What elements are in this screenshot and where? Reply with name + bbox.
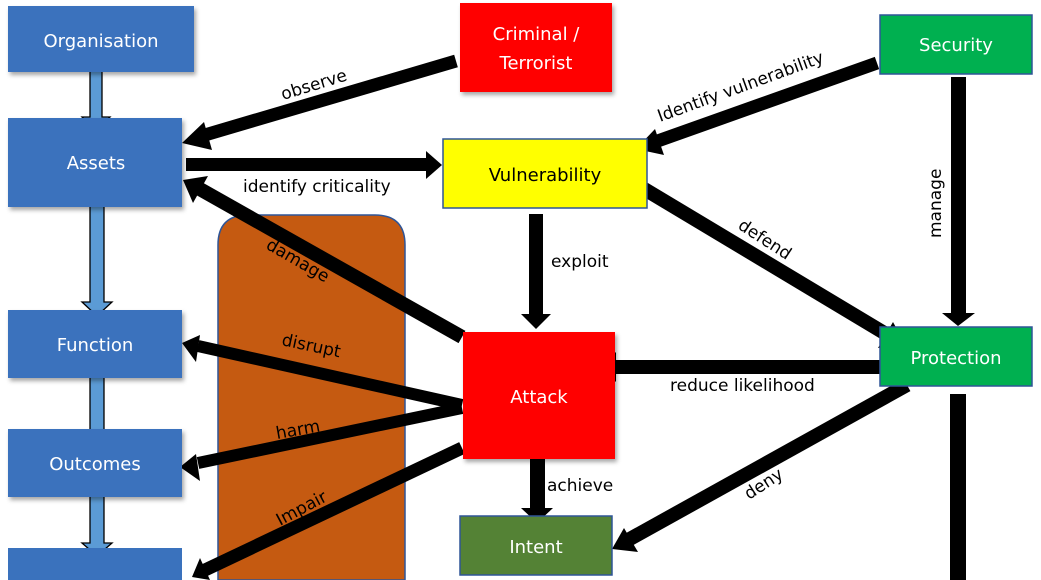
arrow-defend xyxy=(632,177,905,348)
node-assets: Assets xyxy=(8,118,182,207)
node-function: Function xyxy=(8,310,182,378)
node-protection-label: Protection xyxy=(910,348,1001,369)
node-organisation: Organisation xyxy=(8,6,194,72)
node-intent-label: Intent xyxy=(509,537,562,558)
node-attack-label: Attack xyxy=(510,387,568,408)
label-manage: manage xyxy=(926,169,946,238)
arrow-protection-down xyxy=(950,394,966,580)
label-reduce-likelihood: reduce likelihood xyxy=(670,376,815,396)
arrow-disrupt xyxy=(182,335,464,411)
node-organisation-label: Organisation xyxy=(43,31,158,52)
arrow-harm xyxy=(180,402,464,481)
barrier-block xyxy=(217,214,406,580)
arrow-identify-criticality xyxy=(186,151,442,179)
node-protection: Protection xyxy=(879,326,1033,387)
node-assets-label: Assets xyxy=(67,153,126,174)
node-security: Security xyxy=(879,14,1033,75)
arrow-damage xyxy=(183,176,466,344)
arrow-observe xyxy=(182,54,458,150)
label-achieve: achieve xyxy=(547,476,613,496)
label-identify-criticality: identify criticality xyxy=(243,177,391,197)
node-intent: Intent xyxy=(459,515,613,576)
node-vulnerability-label: Vulnerability xyxy=(489,165,602,186)
arrow-deny xyxy=(612,378,911,552)
flow-arrow-outcomes-next xyxy=(80,488,114,557)
flow-arrow-assets-function xyxy=(80,202,114,317)
arrow-impair xyxy=(192,442,465,580)
arrow-manage xyxy=(942,77,975,326)
node-next-partial xyxy=(8,548,182,580)
label-exploit: exploit xyxy=(551,252,609,272)
arrow-exploit xyxy=(521,214,551,329)
node-outcomes: Outcomes xyxy=(8,429,182,497)
node-criminal-label-line1: Criminal / xyxy=(493,24,581,45)
node-function-label: Function xyxy=(57,335,134,356)
node-criminal-label-line2: Terrorist xyxy=(499,53,573,74)
node-security-label: Security xyxy=(919,35,993,56)
node-outcomes-label: Outcomes xyxy=(49,454,141,475)
node-criminal-terrorist: Criminal / Terrorist xyxy=(460,3,612,92)
node-attack: Attack xyxy=(463,332,615,459)
node-vulnerability: Vulnerability xyxy=(442,138,648,209)
